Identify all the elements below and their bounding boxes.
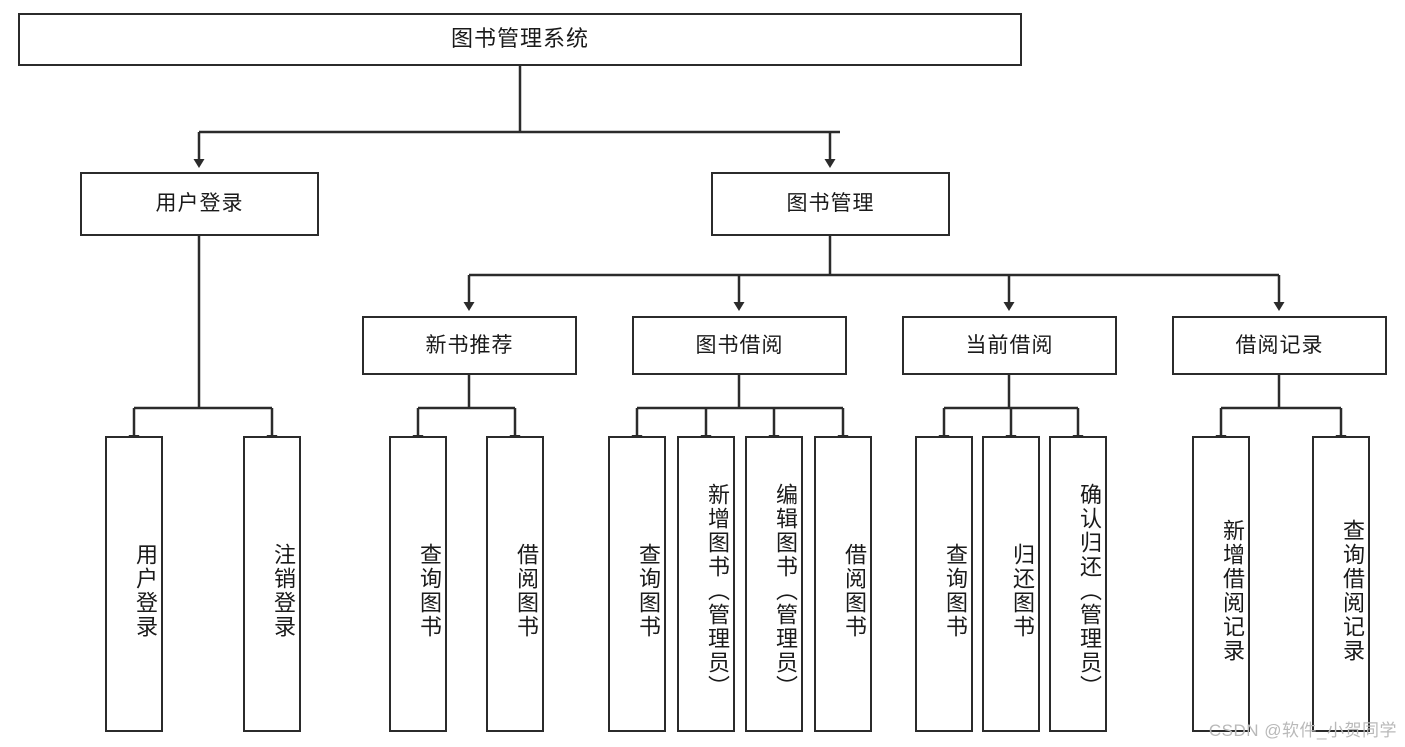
leaf-user-login-logout[interactable]: 注销登录 (243, 436, 301, 732)
node-label: 借阅图书 (842, 543, 867, 639)
node-current-borrowing[interactable]: 当前借阅 (902, 316, 1117, 375)
node-book-management[interactable]: 图书管理 (711, 172, 950, 236)
leaf-book-borrow-edit-book-admin[interactable]: 编辑图书（管理员） (745, 436, 803, 732)
node-label: 用户登录 (133, 543, 158, 639)
leaf-borrow-record-query-record[interactable]: 查询借阅记录 (1312, 436, 1370, 732)
leaf-new-book-query-books[interactable]: 查询图书 (389, 436, 447, 732)
leaf-new-book-borrow-books[interactable]: 借阅图书 (486, 436, 544, 732)
node-label: 借阅记录 (1235, 333, 1324, 357)
node-label: 确认归还（管理员） (1077, 483, 1102, 699)
leaf-book-borrow-borrow-books[interactable]: 借阅图书 (814, 436, 872, 732)
node-label: 查询图书 (943, 543, 968, 639)
node-label: 用户登录 (155, 192, 244, 216)
node-label: 图书管理系统 (450, 26, 589, 52)
node-new-book-recommendation[interactable]: 新书推荐 (362, 316, 577, 375)
node-label: 归还图书 (1010, 543, 1035, 639)
leaf-current-borrow-confirm-return-admin[interactable]: 确认归还（管理员） (1049, 436, 1107, 732)
node-book-borrowing[interactable]: 图书借阅 (632, 316, 847, 375)
node-label: 注销登录 (271, 543, 296, 639)
csdn-watermark: CSDN @软件_小贺同学 (1208, 721, 1397, 740)
leaf-book-borrow-query-books[interactable]: 查询图书 (608, 436, 666, 732)
leaf-current-borrow-query-books[interactable]: 查询图书 (915, 436, 973, 732)
node-label: 查询图书 (636, 543, 661, 639)
leaf-book-borrow-add-book-admin[interactable]: 新增图书（管理员） (677, 436, 735, 732)
node-root-book-management-system[interactable]: 图书管理系统 (18, 13, 1022, 66)
node-label: 查询图书 (417, 543, 442, 639)
node-label: 编辑图书（管理员） (773, 483, 798, 699)
node-user-login[interactable]: 用户登录 (80, 172, 319, 236)
node-label: 图书管理 (786, 192, 875, 216)
leaf-borrow-record-add-record[interactable]: 新增借阅记录 (1192, 436, 1250, 732)
node-label: 新增图书（管理员） (705, 483, 730, 699)
leaf-current-borrow-return-books[interactable]: 归还图书 (982, 436, 1040, 732)
node-borrowing-record[interactable]: 借阅记录 (1172, 316, 1387, 375)
node-label: 借阅图书 (514, 543, 539, 639)
leaf-user-login-login[interactable]: 用户登录 (105, 436, 163, 732)
node-label: 当前借阅 (965, 333, 1054, 357)
node-label: 图书借阅 (695, 333, 784, 357)
node-label: 新增借阅记录 (1220, 519, 1245, 663)
node-label: 新书推荐 (425, 333, 514, 357)
node-label: 查询借阅记录 (1340, 519, 1365, 663)
